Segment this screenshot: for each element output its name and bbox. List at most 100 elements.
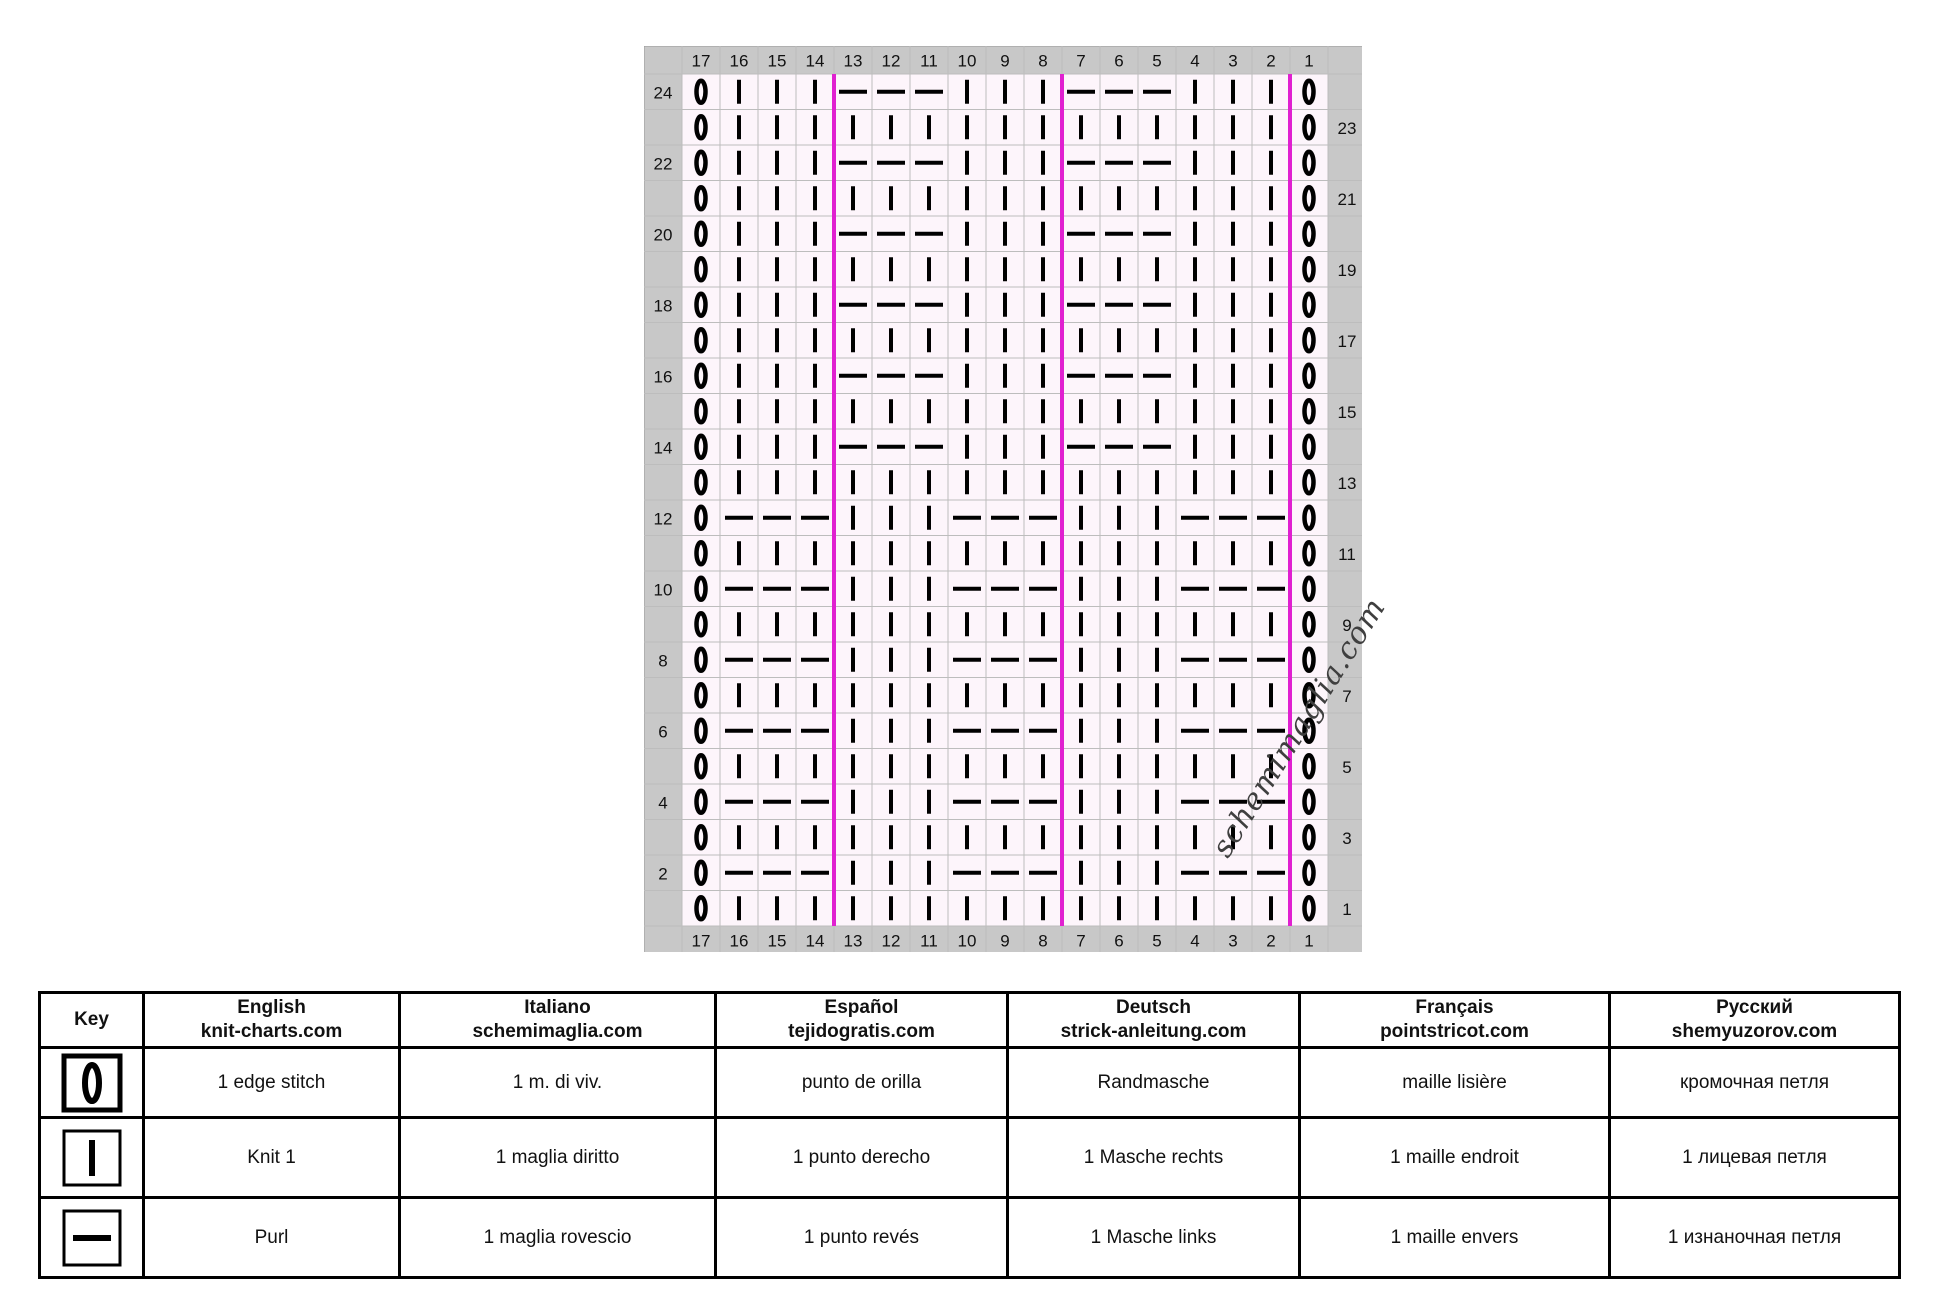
edge-stitch-symbol: [1302, 398, 1316, 425]
legend-header-site: tejidogratis.com: [788, 1021, 935, 1042]
edge-stitch-symbol: [1302, 540, 1316, 567]
legend-header-site: pointstricot.com: [1380, 1021, 1529, 1042]
row-number-left: 2: [658, 864, 667, 883]
column-number-bottom: 9: [1000, 932, 1009, 951]
legend-header-title: Italiano: [524, 997, 591, 1018]
legend-cell-italiano: 1 maglia diritto: [398, 1116, 717, 1199]
column-number-top: 8: [1038, 52, 1047, 71]
row-number-right: 7: [1342, 687, 1351, 706]
edge-stitch-symbol: [694, 433, 708, 460]
edge-stitch-symbol: [1302, 220, 1316, 247]
edge-stitch-symbol: [694, 682, 708, 709]
legend-cell-russian: кромочная петля: [1608, 1046, 1901, 1119]
legend-row-purl: Purl 1 maglia rovescio 1 punto revés 1 M…: [38, 1196, 1901, 1279]
column-number-bottom: 16: [730, 932, 749, 951]
edge-stitch-symbol: [1302, 78, 1316, 105]
edge-stitch-symbol: [1302, 362, 1316, 389]
edge-stitch-symbol: [694, 327, 708, 354]
legend-header-title: Español: [824, 997, 899, 1018]
edge-stitch-symbol: [1302, 256, 1316, 283]
column-number-top: 9: [1000, 52, 1009, 71]
edge-stitch-symbol: [694, 78, 708, 105]
column-number-top: 15: [768, 52, 787, 71]
edge-stitch-symbol: [1302, 895, 1316, 922]
legend-header-title: English: [237, 997, 306, 1018]
edge-stitch-symbol: [1302, 185, 1316, 212]
column-number-bottom: 13: [844, 932, 863, 951]
edge-stitch-symbol: [694, 611, 708, 638]
edge-stitch-symbol: [1302, 682, 1316, 709]
row-number-right: 5: [1342, 758, 1351, 777]
column-number-top: 1: [1304, 52, 1313, 71]
legend-header-english: English knit-charts.com: [142, 991, 401, 1049]
column-number-bottom: 2: [1266, 932, 1275, 951]
edge-stitch-icon: [38, 1046, 145, 1119]
column-number-top: 12: [882, 52, 901, 71]
column-number-bottom: 3: [1228, 932, 1237, 951]
column-number-bottom: 1: [1304, 932, 1313, 951]
legend-header-site: shemyuzorov.com: [1671, 1021, 1838, 1042]
legend-header-title: Key: [74, 1009, 109, 1030]
row-number-left: 16: [654, 367, 673, 386]
legend-cell-espanol: 1 punto revés: [714, 1196, 1009, 1279]
edge-stitch-symbol: [694, 753, 708, 780]
edge-stitch-symbol: [1302, 114, 1316, 141]
edge-stitch-symbol: [694, 291, 708, 318]
edge-stitch-symbol: [1302, 504, 1316, 531]
row-number-right: 11: [1338, 545, 1356, 564]
column-number-top: 5: [1152, 52, 1161, 71]
edge-stitch-symbol: [694, 540, 708, 567]
edge-stitch-symbol: [1302, 788, 1316, 815]
row-number-right: 13: [1338, 474, 1357, 493]
legend-cell-espanol: punto de orilla: [714, 1046, 1009, 1119]
edge-stitch-symbol: [694, 185, 708, 212]
column-number-bottom: 10: [958, 932, 977, 951]
edge-stitch-symbol: [694, 398, 708, 425]
legend-cell-russian: 1 изнаночная петля: [1608, 1196, 1901, 1279]
edge-stitch-symbol: [1302, 611, 1316, 638]
row-number-left: 14: [654, 438, 673, 457]
edge-stitch-symbol: [1302, 646, 1316, 673]
column-number-top: 2: [1266, 52, 1275, 71]
row-number-right: 17: [1338, 332, 1357, 351]
column-number-bottom: 11: [920, 932, 938, 951]
edge-stitch-symbol: [694, 469, 708, 496]
knitting-chart-svg: 1717161615151414131312121111101099887766…: [644, 46, 1362, 952]
legend-header-title: Русский: [1716, 997, 1793, 1018]
column-number-bottom: 12: [882, 932, 901, 951]
legend-cell-deutsch: Randmasche: [1006, 1046, 1301, 1119]
row-number-left: 8: [658, 651, 667, 670]
legend-header-title: Deutsch: [1116, 997, 1191, 1018]
row-number-left: 20: [654, 225, 673, 244]
edge-stitch-symbol: [1302, 469, 1316, 496]
column-number-bottom: 5: [1152, 932, 1161, 951]
column-number-bottom: 14: [806, 932, 825, 951]
legend-cell-russian: 1 лицевая петля: [1608, 1116, 1901, 1199]
legend-cell-deutsch: 1 Masche links: [1006, 1196, 1301, 1279]
column-number-bottom: 8: [1038, 932, 1047, 951]
legend-cell-espanol: 1 punto derecho: [714, 1116, 1009, 1199]
edge-stitch-symbol: [1302, 433, 1316, 460]
legend-header-key: Key: [38, 991, 145, 1049]
legend-cell-francais: maille lisière: [1298, 1046, 1611, 1119]
edge-stitch-symbol: [694, 220, 708, 247]
column-number-bottom: 17: [692, 932, 711, 951]
column-number-top: 3: [1228, 52, 1237, 71]
column-number-bottom: 6: [1114, 932, 1123, 951]
edge-stitch-symbol: [1302, 753, 1316, 780]
column-number-bottom: 7: [1076, 932, 1085, 951]
row-number-left: 4: [658, 793, 667, 812]
purl-icon: [38, 1196, 145, 1279]
edge-stitch-symbol: [694, 646, 708, 673]
legend-cell-francais: 1 maille endroit: [1298, 1116, 1611, 1199]
legend-row-edge-stitch: 1 edge stitch 1 m. di viv. punto de oril…: [38, 1046, 1901, 1119]
row-number-right: 9: [1342, 616, 1351, 635]
legend-row-knit: Knit 1 1 maglia diritto 1 punto derecho …: [38, 1116, 1901, 1199]
legend-header-site: knit-charts.com: [200, 1021, 343, 1042]
column-number-top: 6: [1114, 52, 1123, 71]
